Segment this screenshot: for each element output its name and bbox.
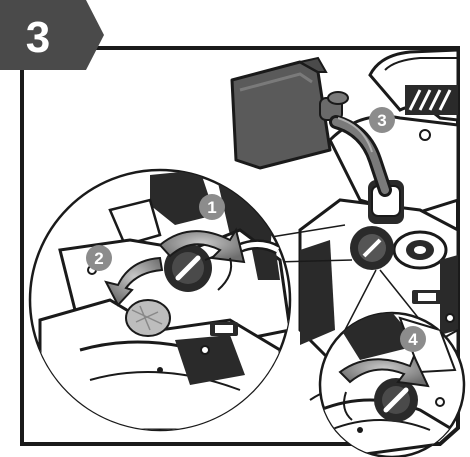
- callout-2: 2: [86, 245, 112, 271]
- detail-circle-cap: [30, 170, 290, 430]
- engine-grille: [405, 85, 458, 115]
- callout-4: 4: [400, 326, 426, 352]
- callout-1: 1: [199, 194, 225, 220]
- callout-3: 3: [369, 107, 395, 133]
- callout-number: 1: [207, 198, 216, 217]
- callout-number: 2: [94, 249, 103, 268]
- callout-number: 3: [377, 111, 386, 130]
- fuel-cap-right: [350, 226, 394, 270]
- step-badge: 3: [0, 0, 104, 70]
- fuel-filter-icon: [126, 300, 170, 336]
- callout-number: 4: [408, 330, 418, 349]
- step-number: 3: [26, 13, 50, 62]
